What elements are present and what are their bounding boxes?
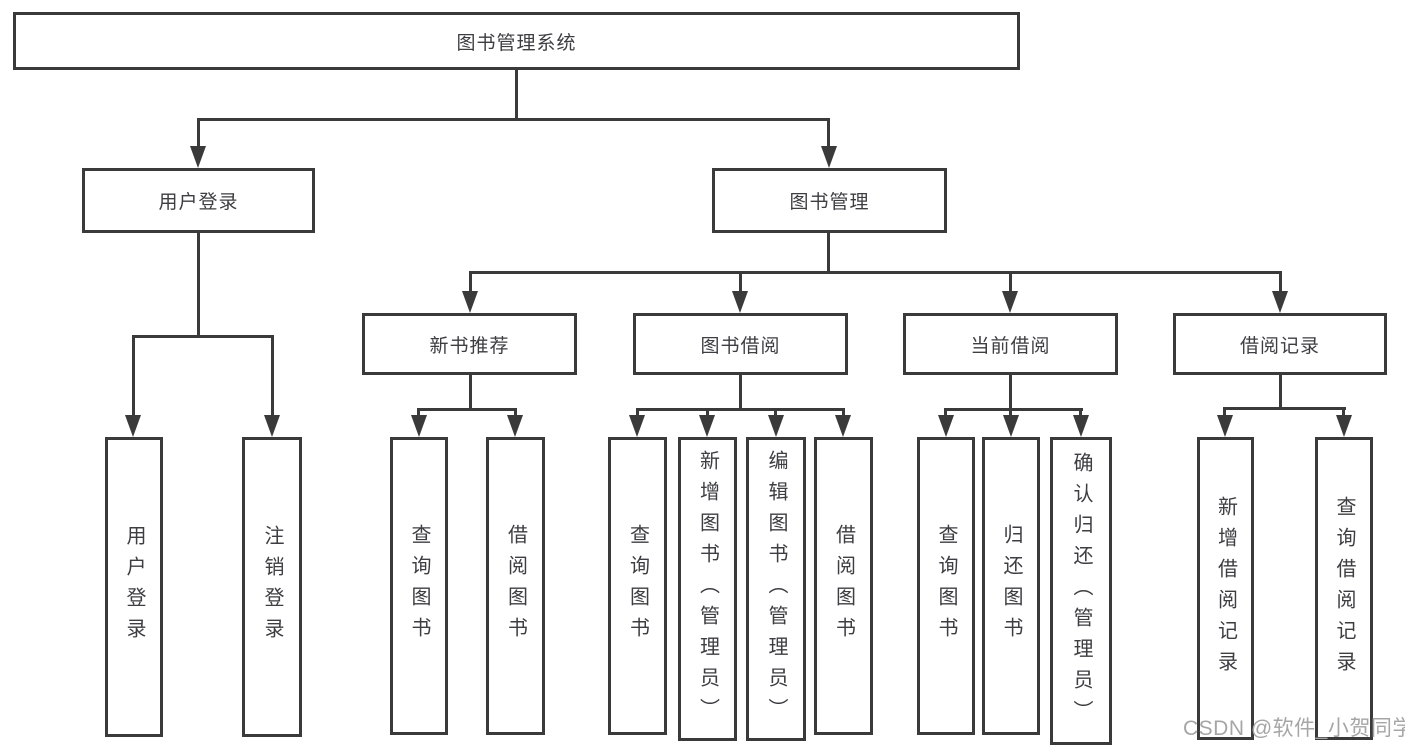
connector-drop-user-login bbox=[197, 118, 200, 148]
connector-book-borrow-stem bbox=[739, 375, 742, 408]
leaf-query-book-borrow: 查询图书 bbox=[608, 437, 667, 735]
leaf-label: 借阅图书 bbox=[832, 524, 855, 648]
leaf-query-borrow-record: 查询借阅记录 bbox=[1315, 437, 1373, 740]
connector-drop-current-borrow bbox=[1009, 271, 1012, 291]
connector-drop bbox=[1009, 408, 1012, 418]
connector-drop bbox=[944, 408, 947, 418]
connector-drop-leaf-logout bbox=[271, 335, 274, 415]
connector-drop bbox=[417, 408, 420, 418]
leaf-label: 查询图书 bbox=[626, 524, 649, 648]
connector-new-book-rail bbox=[417, 408, 517, 411]
arrow-down-icon bbox=[462, 291, 478, 313]
leaf-label: 归还图书 bbox=[1000, 524, 1022, 648]
leaf-query-book-current: 查询图书 bbox=[917, 437, 975, 735]
arrow-down-icon bbox=[732, 291, 748, 313]
connector-drop-borrow-records bbox=[1279, 271, 1282, 291]
leaf-logout: 注销登录 bbox=[242, 437, 302, 737]
node-book-mgmt: 图书管理 bbox=[712, 168, 947, 233]
arrow-down-icon bbox=[264, 415, 280, 437]
node-borrow-records-label: 借阅记录 bbox=[1239, 335, 1320, 357]
node-user-login: 用户登录 bbox=[82, 168, 315, 233]
connector-book-borrow-rail bbox=[636, 408, 845, 411]
leaf-borrow-book: 借阅图书 bbox=[814, 437, 873, 735]
arrow-down-icon bbox=[768, 415, 784, 437]
connector-drop bbox=[1079, 408, 1082, 418]
connector-drop bbox=[842, 408, 845, 418]
arrow-down-icon bbox=[411, 415, 427, 437]
arrow-down-icon bbox=[821, 146, 837, 168]
connector-current-borrow-stem bbox=[1009, 375, 1012, 408]
node-current-borrow-label: 当前借阅 bbox=[970, 335, 1051, 357]
arrow-down-icon bbox=[190, 146, 206, 168]
connector-drop bbox=[774, 408, 777, 418]
arrow-down-icon bbox=[1003, 415, 1019, 437]
leaf-label: 新增图书（管理员） bbox=[696, 449, 719, 729]
leaf-user-login: 用户登录 bbox=[105, 437, 163, 737]
connector-new-book-stem bbox=[469, 375, 472, 408]
connector-drop bbox=[706, 408, 709, 418]
connector-user-login-rail bbox=[132, 335, 274, 338]
leaf-label: 确认归还（管理员） bbox=[1070, 451, 1092, 731]
csdn-watermark: CSDN @软件_小贺同学 bbox=[1183, 717, 1405, 740]
node-borrow-records: 借阅记录 bbox=[1173, 313, 1387, 375]
connector-drop bbox=[1223, 407, 1226, 418]
arrow-down-icon bbox=[507, 415, 523, 437]
leaf-label: 注销登录 bbox=[261, 525, 283, 649]
node-root: 图书管理系统 bbox=[13, 12, 1020, 70]
arrow-down-icon bbox=[1002, 291, 1018, 313]
leaf-label: 编辑图书（管理员） bbox=[765, 449, 787, 729]
connector-drop-leaf-login bbox=[132, 335, 135, 415]
arrow-down-icon bbox=[938, 415, 954, 437]
leaf-query-book-recommend: 查询图书 bbox=[390, 437, 448, 735]
connector-drop-book-borrow bbox=[739, 271, 742, 291]
leaf-label: 查询图书 bbox=[935, 524, 957, 648]
node-current-borrow: 当前借阅 bbox=[903, 313, 1118, 375]
leaf-return-book: 归还图书 bbox=[982, 437, 1040, 735]
node-root-label: 图书管理系统 bbox=[456, 32, 577, 54]
connector-drop-book-mgmt bbox=[827, 118, 830, 148]
arrow-down-icon bbox=[1217, 415, 1233, 437]
connector-borrow-records-rail bbox=[1223, 407, 1346, 410]
node-book-borrow-label: 图书借阅 bbox=[700, 335, 781, 357]
connector-drop-new-book bbox=[469, 271, 472, 291]
leaf-borrow-book-recommend: 借阅图书 bbox=[486, 437, 545, 735]
node-book-borrow: 图书借阅 bbox=[633, 313, 848, 375]
leaf-label: 用户登录 bbox=[123, 525, 145, 649]
leaf-label: 借阅图书 bbox=[504, 524, 527, 648]
node-new-book-recommend: 新书推荐 bbox=[362, 313, 577, 375]
arrow-down-icon bbox=[125, 415, 141, 437]
leaf-add-book-admin: 新增图书（管理员） bbox=[678, 437, 737, 741]
leaf-edit-book-admin: 编辑图书（管理员） bbox=[746, 437, 806, 741]
connector-current-borrow-rail bbox=[944, 408, 1083, 411]
connector-drop bbox=[636, 408, 639, 418]
connector-borrow-records-stem bbox=[1279, 375, 1282, 407]
node-new-book-label: 新书推荐 bbox=[429, 335, 510, 357]
node-book-mgmt-label: 图书管理 bbox=[789, 192, 870, 213]
arrow-down-icon bbox=[699, 415, 715, 437]
connector-root-rail bbox=[197, 118, 830, 121]
leaf-label: 查询图书 bbox=[408, 524, 430, 648]
connector-drop bbox=[1342, 407, 1345, 418]
node-user-login-label: 用户登录 bbox=[158, 192, 239, 213]
connector-book-mgmt-rail bbox=[469, 271, 1282, 274]
connector-root-stem bbox=[515, 70, 518, 118]
leaf-label: 新增借阅记录 bbox=[1214, 495, 1237, 682]
arrow-down-icon bbox=[629, 415, 645, 437]
connector-drop bbox=[514, 408, 517, 418]
leaf-add-borrow-record: 新增借阅记录 bbox=[1197, 437, 1254, 740]
arrow-down-icon bbox=[1336, 415, 1352, 437]
arrow-down-icon bbox=[835, 415, 851, 437]
arrow-down-icon bbox=[1073, 415, 1089, 437]
connector-book-mgmt-stem bbox=[827, 233, 830, 271]
leaf-confirm-return-admin: 确认归还（管理员） bbox=[1050, 437, 1112, 745]
leaf-label: 查询借阅记录 bbox=[1333, 495, 1355, 682]
arrow-down-icon bbox=[1272, 291, 1288, 313]
connector-user-login-stem bbox=[197, 233, 200, 335]
